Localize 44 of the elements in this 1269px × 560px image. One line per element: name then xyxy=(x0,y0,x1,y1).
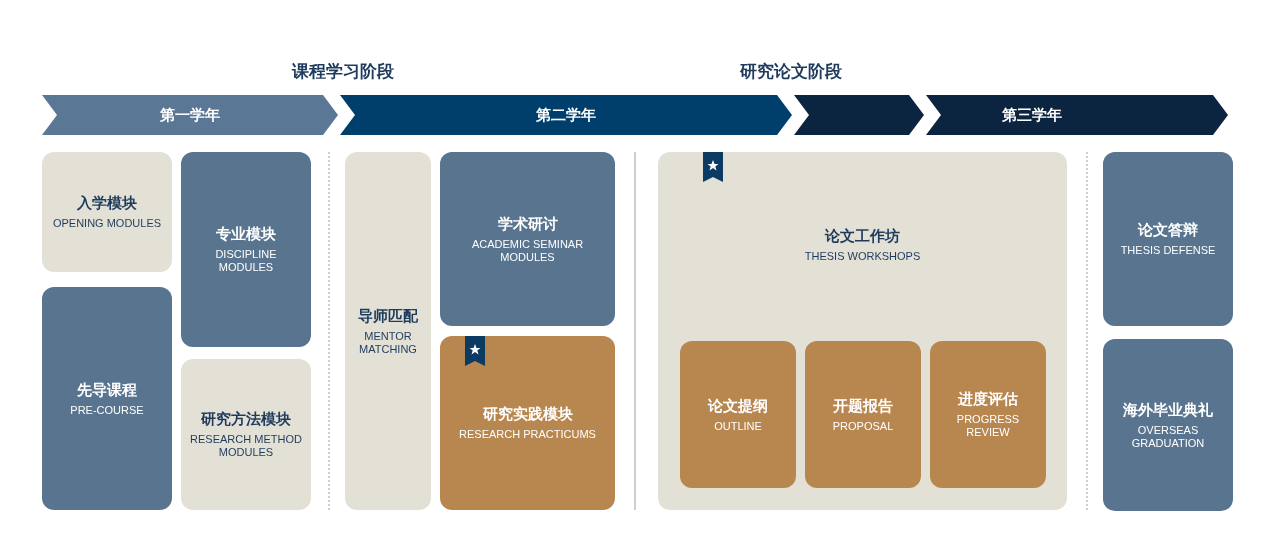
year-band: 第一学年 xyxy=(42,95,338,135)
card-title: 导师匹配 xyxy=(358,306,418,326)
card-subtitle: PROPOSAL xyxy=(831,419,895,433)
card-subtitle: RESEARCH METHOD MODULES xyxy=(189,433,303,459)
module-card xyxy=(345,152,431,510)
card-title: 学术研讨 xyxy=(497,214,558,234)
phase-heading: 研究论文阶段 xyxy=(740,60,842,83)
card-title: 开题报告 xyxy=(833,396,893,416)
card-subtitle: ACADEMIC SEMINAR MODULES xyxy=(470,237,585,264)
card-subtitle: RESEARCH PRACTICUMS xyxy=(458,428,597,441)
card-title: 研究方法模块 xyxy=(201,410,291,429)
module-card xyxy=(440,336,615,510)
card-title: 论文提纲 xyxy=(708,396,768,416)
card-subtitle: OUTLINE xyxy=(713,419,763,433)
card-subtitle: PRE-COURSE xyxy=(69,403,145,417)
card-subtitle: THESIS WORKSHOPS xyxy=(803,250,922,263)
card-title: 进度评估 xyxy=(958,390,1018,409)
card-title: 专业模块 xyxy=(216,225,276,244)
step-card xyxy=(930,341,1046,488)
card-subtitle: DISCIPLINE MODULES xyxy=(214,248,278,274)
module-card xyxy=(181,359,311,510)
module-card xyxy=(1103,152,1233,326)
step-card xyxy=(805,341,921,488)
year-band: 第二学年 xyxy=(340,95,792,135)
card-subtitle: THESIS DEFENSE xyxy=(1119,244,1217,257)
card-title: 入学模块 xyxy=(77,194,137,213)
card-title: 论文答辩 xyxy=(1138,221,1198,240)
card-title: 研究实践模块 xyxy=(482,405,573,424)
module-card xyxy=(181,152,311,347)
workshop-panel xyxy=(658,152,1067,510)
card-title: 先导课程 xyxy=(77,380,137,400)
module-card xyxy=(440,152,615,326)
card-subtitle: PROGRESS REVIEW xyxy=(955,413,1021,439)
card-title: 海外毕业典礼 xyxy=(1123,400,1213,420)
card-title: 论文工作坊 xyxy=(825,227,900,246)
module-card xyxy=(42,152,172,272)
card-subtitle: OPENING MODULES xyxy=(51,217,163,230)
module-card xyxy=(1103,339,1233,511)
step-card xyxy=(680,341,796,488)
year-band: 第三学年 xyxy=(926,95,1228,135)
phase-heading: 课程学习阶段 xyxy=(292,60,394,83)
module-card xyxy=(42,287,172,510)
card-subtitle: OVERSEAS GRADUATION xyxy=(1130,423,1206,450)
card-subtitle: MENTOR MATCHING xyxy=(358,329,418,356)
